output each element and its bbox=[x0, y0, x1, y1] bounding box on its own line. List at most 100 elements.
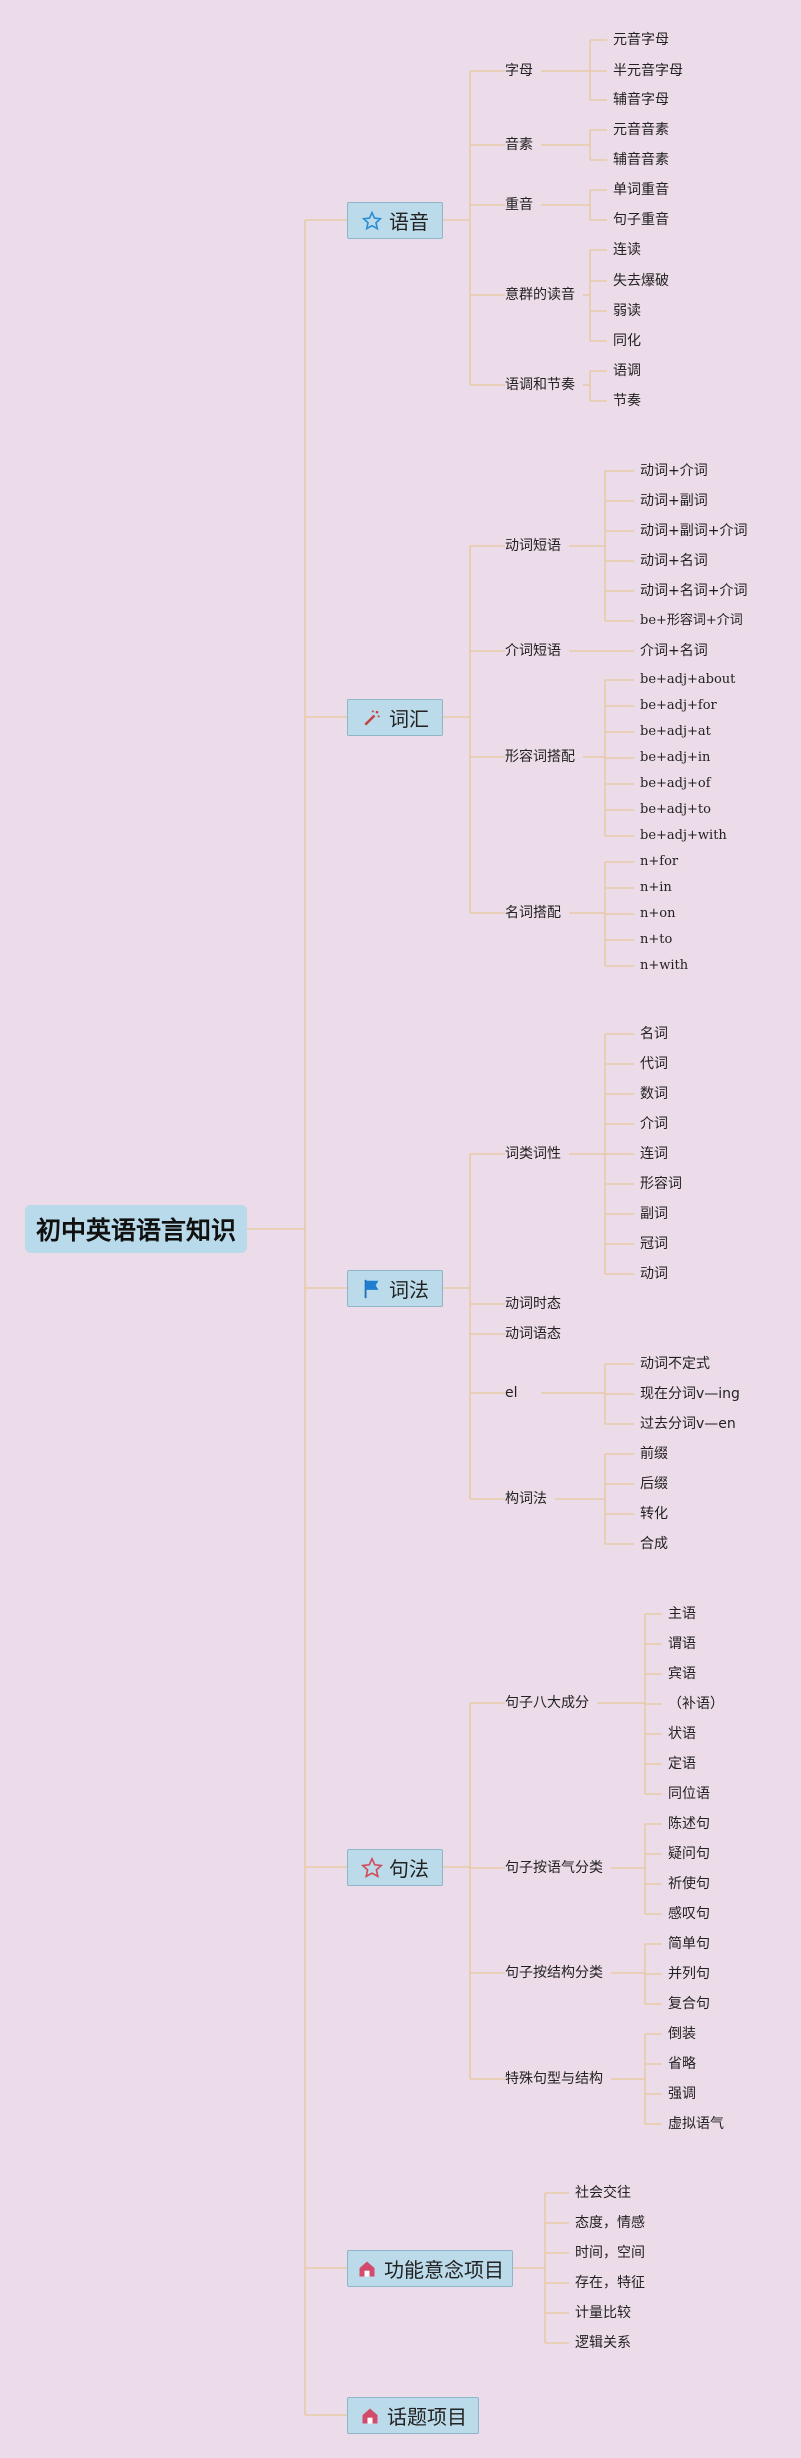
leaf-item[interactable]: 弱读 bbox=[613, 303, 641, 319]
leaf-item[interactable]: 现在分词v—ing bbox=[640, 1386, 740, 1402]
section-node-3[interactable]: 句法 bbox=[347, 1849, 443, 1886]
leaf-item[interactable]: 失去爆破 bbox=[613, 273, 669, 289]
group-label[interactable]: 动词语态 bbox=[505, 1326, 561, 1342]
leaf-item[interactable]: 节奏 bbox=[613, 393, 641, 409]
leaf-item[interactable]: 状语 bbox=[668, 1726, 696, 1742]
leaf-item[interactable]: 副词 bbox=[640, 1206, 668, 1222]
section-node-1[interactable]: 词汇 bbox=[347, 699, 443, 736]
leaf-item[interactable]: 存在，特征 bbox=[575, 2275, 645, 2291]
group-label[interactable]: 形容词搭配 bbox=[505, 749, 575, 765]
leaf-item[interactable]: 语调 bbox=[613, 363, 641, 379]
leaf-item[interactable]: 疑问句 bbox=[668, 1846, 710, 1862]
group-label[interactable]: 动词短语 bbox=[505, 538, 561, 554]
leaf-item[interactable]: 元音字母 bbox=[613, 32, 669, 48]
leaf-item[interactable]: 谓语 bbox=[668, 1636, 696, 1652]
leaf-item[interactable]: be+adj+for bbox=[640, 698, 717, 713]
group-label[interactable]: 词类词性 bbox=[505, 1146, 561, 1162]
leaf-item[interactable]: 辅音音素 bbox=[613, 152, 669, 168]
group-label[interactable]: 重音 bbox=[505, 197, 533, 213]
leaf-item[interactable]: 主语 bbox=[668, 1606, 696, 1622]
group-label[interactable]: 句子按语气分类 bbox=[505, 1860, 603, 1876]
leaf-item[interactable]: 介词 bbox=[640, 1116, 668, 1132]
leaf-item[interactable]: be+adj+to bbox=[640, 802, 711, 817]
leaf-item[interactable]: 动词+副词+介词 bbox=[640, 523, 748, 539]
leaf-item[interactable]: 动词不定式 bbox=[640, 1356, 710, 1372]
group-label[interactable]: 音素 bbox=[505, 137, 533, 153]
leaf-item[interactable]: 冠词 bbox=[640, 1236, 668, 1252]
section-node-2[interactable]: 词法 bbox=[347, 1270, 443, 1307]
group-label[interactable]: 句子按结构分类 bbox=[505, 1965, 603, 1981]
root-node[interactable]: 初中英语语言知识 bbox=[25, 1205, 247, 1253]
leaf-item[interactable]: 定语 bbox=[668, 1756, 696, 1772]
leaf-item[interactable]: 复合句 bbox=[668, 1996, 710, 2012]
star-outline-icon bbox=[361, 210, 383, 232]
leaf-item[interactable]: 前缀 bbox=[640, 1446, 668, 1462]
leaf-item[interactable]: 动词 bbox=[640, 1266, 668, 1282]
group-label[interactable]: 动词时态 bbox=[505, 1296, 561, 1312]
leaf-item[interactable]: 简单句 bbox=[668, 1936, 710, 1952]
leaf-item[interactable]: 数词 bbox=[640, 1086, 668, 1102]
leaf-item[interactable]: 辅音字母 bbox=[613, 92, 669, 108]
leaf-item[interactable]: 虚拟语气 bbox=[668, 2116, 724, 2132]
leaf-item[interactable]: 代词 bbox=[640, 1056, 668, 1072]
leaf-item[interactable]: （补语） bbox=[668, 1696, 724, 1712]
leaf-item[interactable]: 连读 bbox=[613, 242, 641, 258]
leaf-item[interactable]: 半元音字母 bbox=[613, 63, 683, 79]
leaf-item[interactable]: n+on bbox=[640, 906, 676, 921]
leaf-item[interactable]: 连词 bbox=[640, 1146, 668, 1162]
leaf-item[interactable]: 同位语 bbox=[668, 1786, 710, 1802]
leaf-item[interactable]: 动词+名词+介词 bbox=[640, 583, 748, 599]
leaf-item[interactable]: 转化 bbox=[640, 1506, 668, 1522]
group-label[interactable]: 句子八大成分 bbox=[505, 1695, 589, 1711]
section-node-0[interactable]: 语音 bbox=[347, 202, 443, 239]
leaf-item[interactable]: 逻辑关系 bbox=[575, 2335, 631, 2351]
home-icon bbox=[356, 2258, 378, 2280]
leaf-item[interactable]: 同化 bbox=[613, 333, 641, 349]
leaf-item[interactable]: 省略 bbox=[668, 2056, 696, 2072]
leaf-item[interactable]: 计量比较 bbox=[575, 2305, 631, 2321]
leaf-item[interactable]: be+形容词+介词 bbox=[640, 613, 743, 628]
leaf-item[interactable]: be+adj+with bbox=[640, 828, 727, 843]
leaf-item[interactable]: 合成 bbox=[640, 1536, 668, 1552]
leaf-item[interactable]: be+adj+at bbox=[640, 724, 711, 739]
leaf-item[interactable]: 过去分词v—en bbox=[640, 1416, 736, 1432]
leaf-item[interactable]: be+adj+of bbox=[640, 776, 711, 791]
leaf-item[interactable]: be+adj+about bbox=[640, 672, 736, 687]
group-label[interactable]: el bbox=[505, 1385, 518, 1401]
leaf-item[interactable]: 元音音素 bbox=[613, 122, 669, 138]
leaf-item[interactable]: 并列句 bbox=[668, 1966, 710, 1982]
group-label[interactable]: 字母 bbox=[505, 63, 533, 79]
leaf-item[interactable]: 陈述句 bbox=[668, 1816, 710, 1832]
group-label[interactable]: 构词法 bbox=[505, 1491, 547, 1507]
leaf-item[interactable]: 强调 bbox=[668, 2086, 696, 2102]
leaf-item[interactable]: 态度，情感 bbox=[575, 2215, 645, 2231]
leaf-item[interactable]: 名词 bbox=[640, 1026, 668, 1042]
leaf-item[interactable]: 介词+名词 bbox=[640, 643, 708, 659]
leaf-item[interactable]: 后缀 bbox=[640, 1476, 668, 1492]
group-label[interactable]: 特殊句型与结构 bbox=[505, 2071, 603, 2087]
leaf-item[interactable]: 倒装 bbox=[668, 2026, 696, 2042]
group-label[interactable]: 语调和节奏 bbox=[505, 377, 575, 393]
leaf-item[interactable]: 动词+介词 bbox=[640, 463, 708, 479]
group-label[interactable]: 介词短语 bbox=[505, 643, 561, 659]
leaf-item[interactable]: 祈使句 bbox=[668, 1876, 710, 1892]
leaf-item[interactable]: 动词+副词 bbox=[640, 493, 708, 509]
section-node-4[interactable]: 功能意念项目 bbox=[347, 2250, 513, 2287]
leaf-item[interactable]: n+in bbox=[640, 880, 672, 895]
group-label[interactable]: 意群的读音 bbox=[505, 287, 575, 303]
leaf-item[interactable]: 句子重音 bbox=[613, 212, 669, 228]
leaf-item[interactable]: n+with bbox=[640, 958, 689, 973]
leaf-item[interactable]: n+to bbox=[640, 932, 673, 947]
leaf-item[interactable]: 时间，空间 bbox=[575, 2245, 645, 2261]
section-node-5[interactable]: 话题项目 bbox=[347, 2397, 479, 2434]
leaf-item[interactable]: 社会交往 bbox=[575, 2185, 631, 2201]
leaf-item[interactable]: n+for bbox=[640, 854, 679, 869]
leaf-item[interactable]: 单词重音 bbox=[613, 182, 669, 198]
leaf-item[interactable]: be+adj+in bbox=[640, 750, 711, 765]
group-label[interactable]: 名词搭配 bbox=[505, 905, 561, 921]
leaf-item[interactable]: 动词+名词 bbox=[640, 553, 708, 569]
leaf-item[interactable]: 宾语 bbox=[668, 1666, 696, 1682]
leaf-item[interactable]: 感叹句 bbox=[668, 1906, 710, 1922]
leaf-item[interactable]: 形容词 bbox=[640, 1176, 682, 1192]
